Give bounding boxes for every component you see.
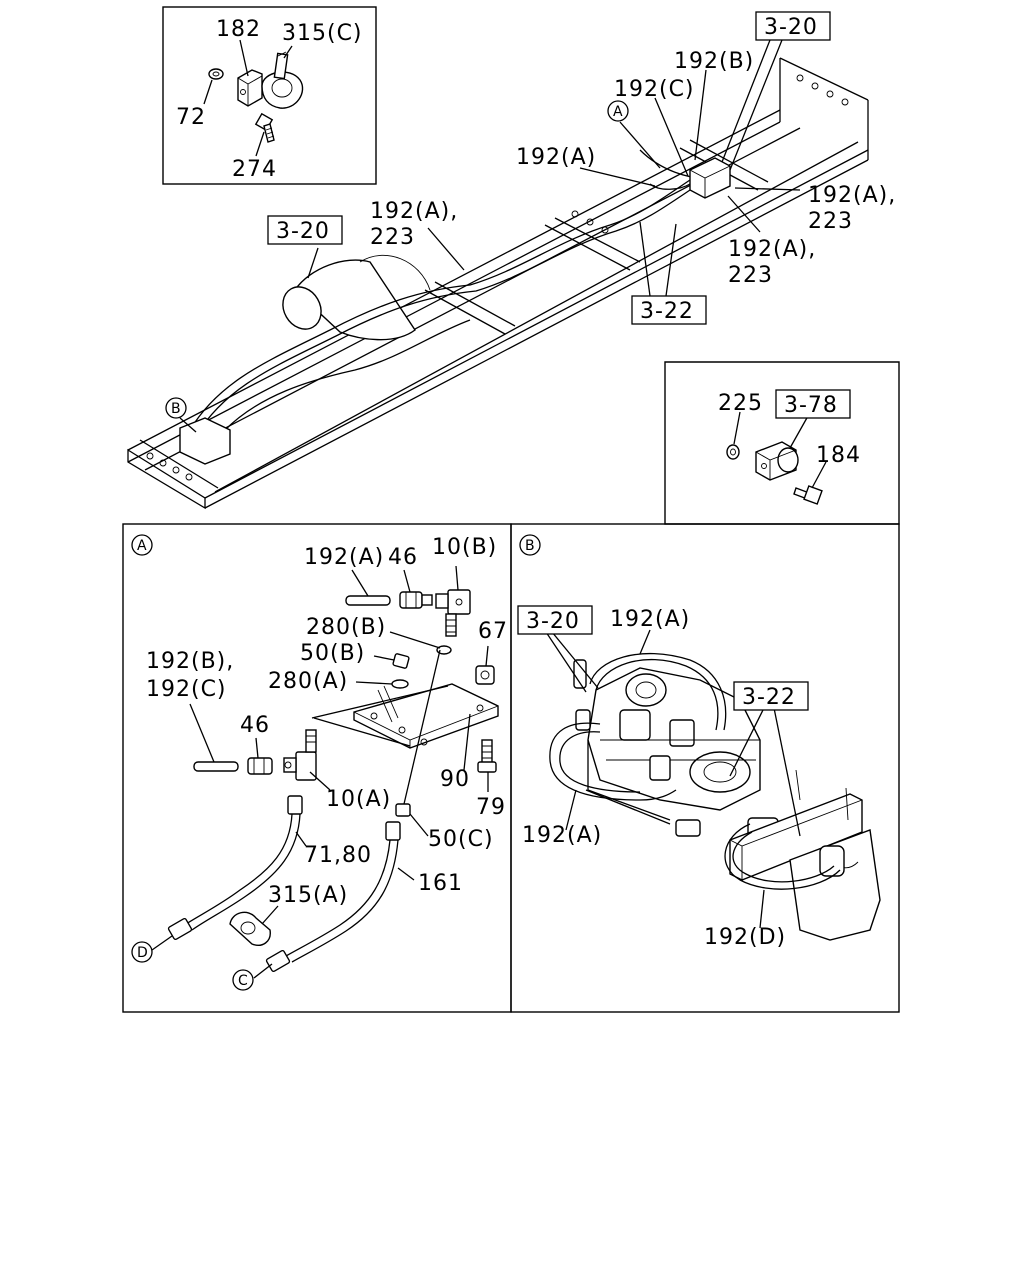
air-tank-icon: [282, 254, 431, 341]
label-192d: 192(D): [704, 925, 786, 950]
ref-3-22-detail: 3-22: [742, 685, 796, 710]
label-10a: 10(A): [326, 787, 391, 812]
label-67: 67: [478, 619, 508, 644]
washer-280a-icon: [391, 679, 409, 689]
label-46-lower: 46: [240, 713, 270, 738]
washer-280b-icon: [436, 645, 452, 655]
nut-50b-icon: [392, 653, 410, 669]
detail-b-panel: B: [510, 523, 900, 1013]
ref-box-3-20-top: [755, 11, 831, 41]
pipe-192a-icon: [345, 595, 391, 606]
label-192c: 192(C): [614, 77, 695, 102]
label-223-left: 223: [370, 225, 415, 250]
label-223-lower: 223: [728, 263, 773, 288]
pipe-192bc-icon: [193, 761, 239, 772]
rail-holes: [146, 74, 849, 481]
bracket-inset: 225 184 3-78: [664, 361, 900, 525]
bracket-block-icon: [755, 441, 799, 481]
label-315a: 315(A): [268, 883, 348, 908]
ref-box-3-20-left: [267, 215, 343, 245]
callout-b-marker: [165, 397, 187, 419]
label-315c: 315(C): [282, 21, 363, 46]
detail-b-frame: [510, 523, 900, 1013]
nut-46-upper-icon: [399, 591, 433, 609]
label-192a-center: 192(A): [516, 145, 596, 170]
callout-a-label: A: [613, 104, 623, 120]
clip-inset-frame: [162, 6, 377, 185]
label-50c: 50(C): [428, 827, 494, 852]
label-90: 90: [440, 767, 470, 792]
ref-3-20-top: 3-20: [764, 15, 818, 40]
callout-a-marker: [607, 100, 629, 122]
label-280b: 280(B): [306, 615, 386, 640]
ref-3-20-detail: 3-20: [526, 609, 580, 634]
detail-a-panel: A: [122, 523, 512, 1013]
label-192a: 192(A): [304, 545, 384, 570]
detail-b-marker: [519, 534, 541, 556]
label-184: 184: [816, 443, 861, 468]
ref-box-3-20-detail: [517, 605, 593, 635]
nut-72-icon: [208, 68, 224, 80]
ref-3-22: 3-22: [640, 299, 694, 324]
label-223-right: 223: [808, 209, 853, 234]
nut-46-lower-icon: [247, 757, 273, 775]
nut-225-icon: [726, 444, 740, 460]
pipe-192d-loop-icon: [724, 823, 841, 890]
bolt-274-icon: [254, 112, 275, 143]
callout-b-label: B: [171, 401, 181, 417]
tee-10b-icon: [435, 589, 471, 637]
label-192a-bottom: 192(A): [522, 823, 602, 848]
end-marker-c-label: C: [238, 973, 248, 989]
label-71-80: 71,80: [304, 843, 372, 868]
ref-box-3-78: [775, 389, 851, 419]
bracket-182-icon: [237, 69, 263, 107]
clip-315a-icon: [229, 911, 271, 946]
clip-inset: 182 315(C) 72 274: [162, 6, 377, 185]
ref-3-78: 3-78: [784, 393, 838, 418]
label-274: 274: [232, 157, 277, 182]
mounting-frame-icon: [729, 769, 881, 941]
label-50b: 50(B): [300, 641, 365, 666]
label-192a-right: 192(A),: [808, 183, 896, 208]
detail-b-marker-label: B: [525, 538, 535, 554]
detail-a-marker-label: A: [137, 538, 147, 554]
air-pipe-routing: [189, 149, 711, 437]
label-192a-left: 192(A),: [370, 199, 458, 224]
bolt-79-icon: [477, 739, 497, 773]
bracket-plate-90-icon: [353, 683, 499, 749]
label-192c: 192(C): [146, 677, 227, 702]
label-192a-top: 192(A): [610, 607, 690, 632]
label-225: 225: [718, 391, 763, 416]
label-10b: 10(B): [432, 535, 497, 560]
label-161: 161: [418, 871, 463, 896]
bolt-184-icon: [793, 485, 823, 505]
label-192a-lower: 192(A),: [728, 237, 816, 262]
label-72: 72: [176, 105, 206, 130]
label-192b: 192(B): [674, 49, 754, 74]
end-marker-d-label: D: [137, 945, 148, 961]
ref-3-20-left: 3-20: [276, 219, 330, 244]
label-182: 182: [216, 17, 261, 42]
hose-71-80-icon: [167, 795, 303, 941]
label-46-upper: 46: [388, 545, 418, 570]
label-192b: 192(B),: [146, 649, 234, 674]
ref-box-3-22-detail: [733, 681, 809, 711]
ref-box-3-22: [631, 295, 707, 325]
hose-161-icon: [265, 821, 401, 973]
label-79: 79: [476, 795, 506, 820]
detail-a-marker: [131, 534, 153, 556]
clip-315c-icon: [261, 51, 304, 109]
label-280a: 280(A): [268, 669, 348, 694]
nut-50c-icon: [395, 803, 411, 817]
pipe-192a-loop-icon: [549, 652, 727, 801]
end-marker-d: [131, 941, 153, 963]
end-marker-c: [232, 969, 254, 991]
nut-67-icon: [475, 665, 495, 685]
chassis-frame-view: 3-20 3-20 3-22 192(B) 192(C) 192(A) 192(…: [127, 11, 896, 510]
